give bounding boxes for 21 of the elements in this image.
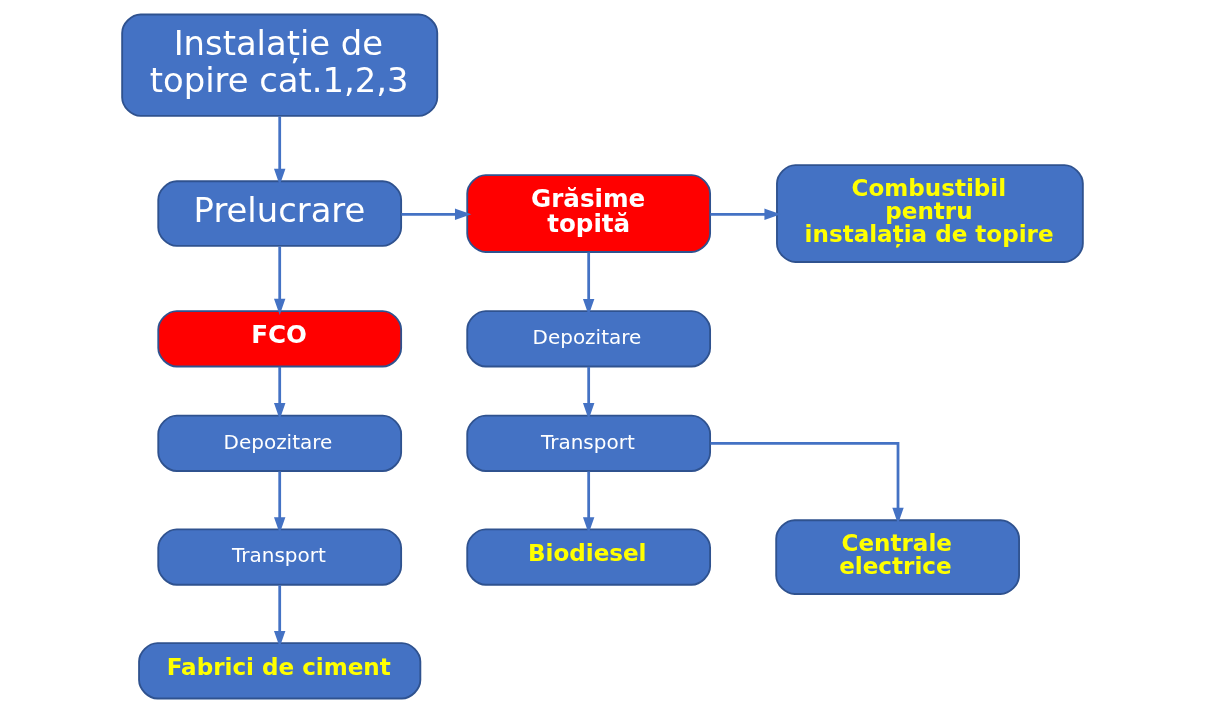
node-box: Transport (466, 414, 711, 472)
node-box: Instalație de topire cat.1,2,3 (121, 13, 439, 117)
arrow (274, 366, 286, 420)
arrow (710, 441, 904, 525)
node-box: FCO (157, 310, 403, 368)
node-box: Transport (157, 528, 403, 586)
arrow (710, 208, 781, 221)
node-box: Biodiesel (466, 528, 711, 586)
arrow (401, 208, 472, 221)
node-box: Centrale electrice (775, 519, 1020, 595)
node-box: Combustibil pentru instalația de topire (776, 164, 1084, 263)
arrow (274, 471, 286, 534)
node-box: Depozitare (157, 414, 403, 472)
node-box: Prelucrare (157, 180, 403, 247)
arrow (274, 246, 286, 315)
node-box: Depozitare (466, 310, 711, 368)
arrow (582, 366, 595, 420)
arrow (274, 116, 286, 186)
node-box: Fabrici de ciment (138, 642, 422, 700)
node-box: Grăsime topită (466, 174, 711, 253)
arrow (582, 471, 595, 534)
